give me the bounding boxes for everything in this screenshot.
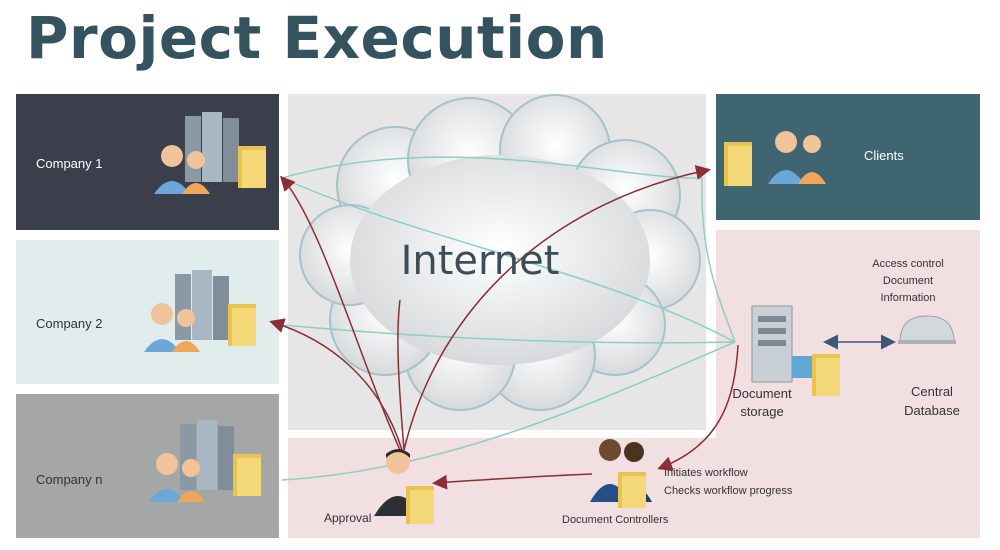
company-1-icon	[154, 112, 266, 194]
document-storage-panel	[716, 230, 980, 538]
db-note-1: Access control	[872, 258, 944, 270]
network-links	[281, 156, 736, 481]
workflow-note-1: Initiates workflow	[664, 467, 748, 479]
clients-label: Clients	[864, 148, 904, 163]
approval-label: Approval	[324, 511, 372, 525]
company-n-icon	[149, 420, 261, 502]
clients-panel	[716, 94, 980, 220]
company-n-label: Company n	[36, 472, 103, 487]
db-note-2: Document	[882, 275, 934, 287]
central-db-label-1: Central	[911, 384, 953, 399]
server-icon	[751, 305, 840, 396]
db-note-3: Information	[880, 292, 936, 304]
central-db-label-2: Database	[904, 403, 960, 418]
page-title: Project Execution	[26, 4, 608, 72]
document-storage-label-1: Document	[732, 386, 792, 401]
clients-icon	[724, 131, 826, 186]
controllers-icon	[590, 439, 652, 508]
internet-cloud	[299, 94, 701, 411]
database-icon	[898, 315, 956, 344]
internet-label: Internet	[400, 238, 560, 284]
workflow-note-2: Checks workflow progress	[664, 485, 793, 497]
company-2-icon	[144, 270, 256, 352]
workflow-arrows	[269, 165, 739, 490]
document-storage-label-2: storage	[740, 404, 784, 419]
company-2-label: Company 2	[36, 316, 103, 331]
approver-icon	[374, 449, 434, 524]
company-1-label: Company 1	[36, 156, 103, 171]
document-controllers-label: Document Controllers	[562, 514, 669, 526]
